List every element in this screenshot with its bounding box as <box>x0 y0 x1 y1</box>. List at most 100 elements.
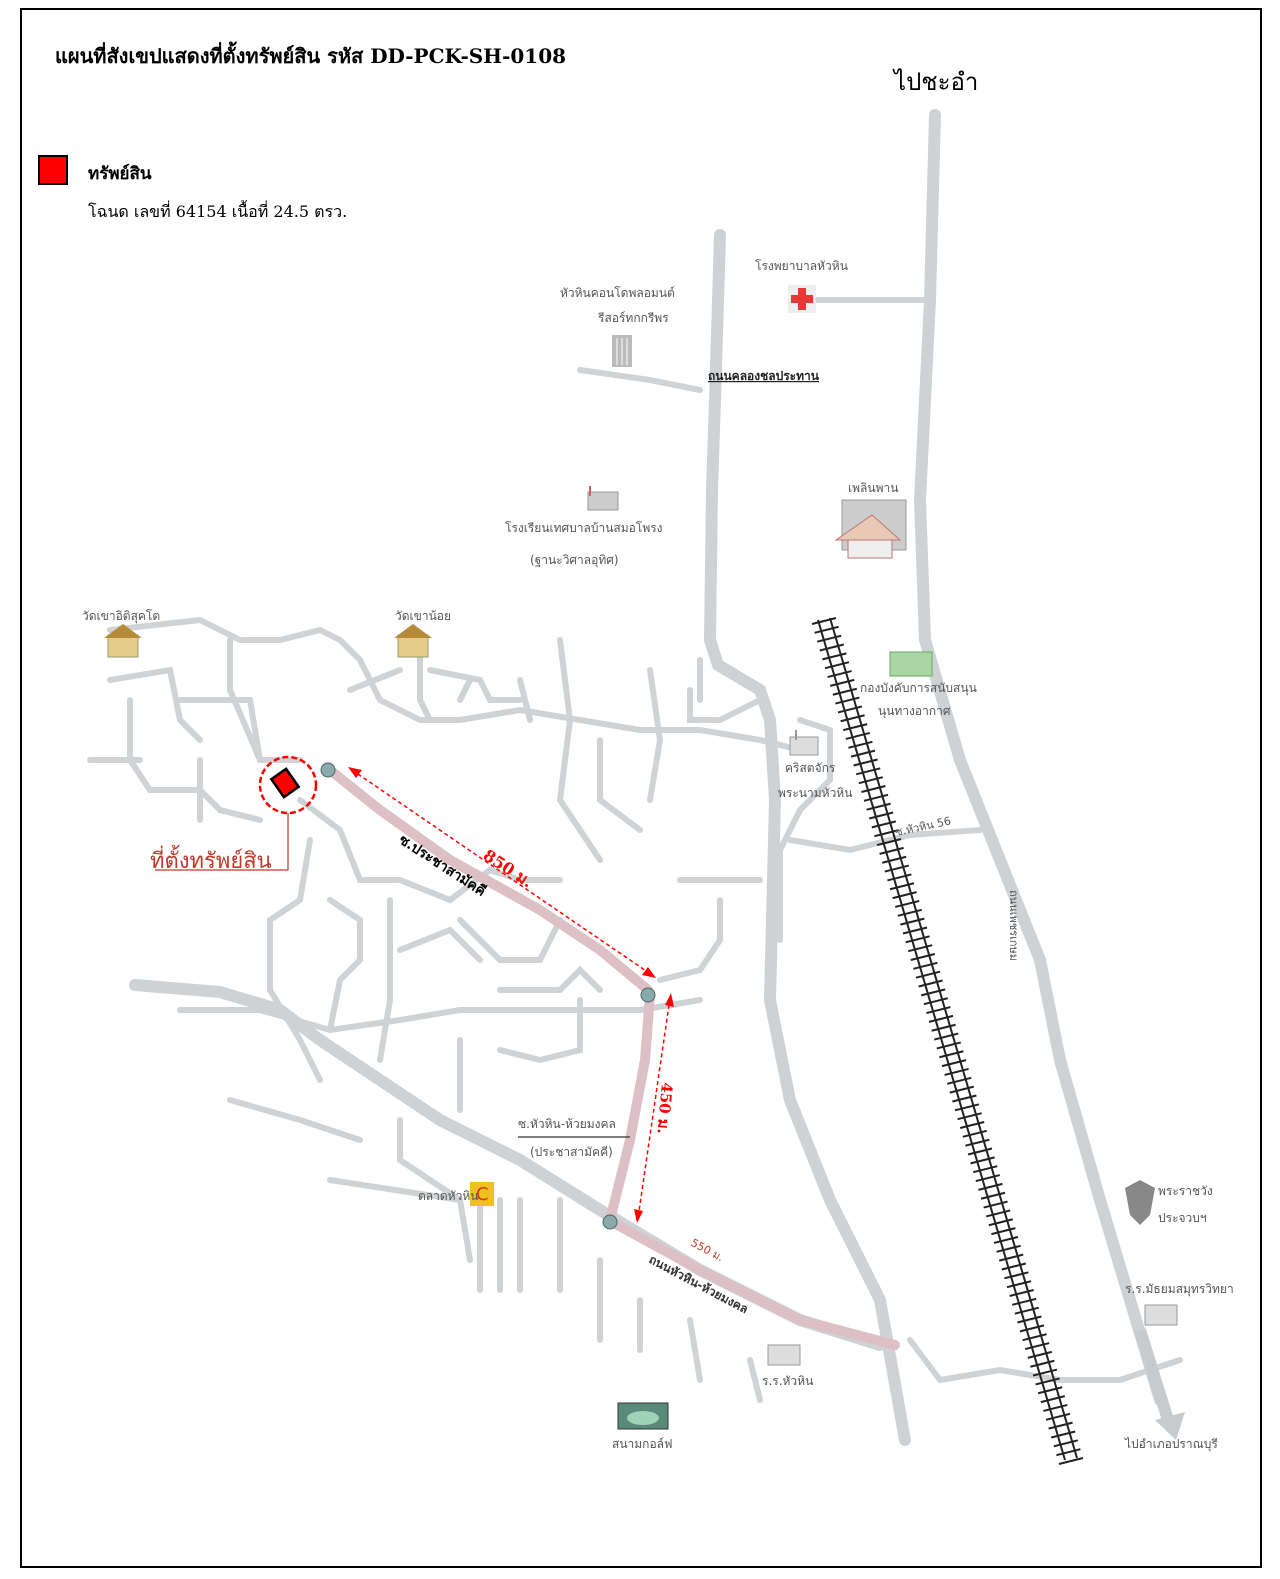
wat-label-1: วัดเขาอิติสุคโต <box>82 609 160 624</box>
railway-tie <box>946 1076 972 1085</box>
school-icon <box>587 486 619 511</box>
railway-tie <box>1032 1368 1058 1377</box>
railway-tie <box>868 811 894 820</box>
golf-label: สนามกอล์ฟ <box>612 1437 673 1451</box>
railway-tie <box>991 1227 1016 1236</box>
market-icon: C <box>470 1182 494 1206</box>
legend-deed-info: โฉนด เลขที่ 64154 เนื้อที่ 24.5 ตรว. <box>88 202 348 221</box>
phetkasem-label: ถนนเพชรเกษม <box>1007 890 1020 961</box>
temple-icon-1 <box>104 624 142 658</box>
arrow-heads <box>348 767 674 1223</box>
railway-tie <box>837 705 863 714</box>
legend-swatch <box>38 155 68 185</box>
railway-tie <box>1022 1333 1047 1342</box>
railway-tie <box>811 617 837 625</box>
railway-tie <box>936 1041 962 1050</box>
railway-tie <box>892 891 917 900</box>
route-highlight <box>325 765 900 1350</box>
railway-tie <box>933 1032 959 1041</box>
soi-huahin-huaimongkhon-label: ซ.หัวหิน-ห้วยมงคล <box>518 1117 616 1131</box>
railway-tie <box>1045 1412 1071 1421</box>
distance-arrows <box>351 769 671 1219</box>
railway-tie <box>928 1014 954 1023</box>
railway-tie <box>920 988 946 997</box>
school-2-label: ร.ร.มัธยมสมุทรวิทยา <box>1125 1282 1234 1297</box>
khlong-road-label: ถนนคลองชลประทาน <box>708 369 820 383</box>
railway-tie <box>822 652 847 661</box>
church-icon <box>789 730 819 756</box>
roundabouts <box>320 762 656 1230</box>
railway-tie <box>993 1235 1019 1244</box>
railway-tie <box>879 846 904 855</box>
railway-tie <box>978 1182 1003 1191</box>
property-location-label: ที่ตั้งทรัพย์สิน <box>150 845 272 874</box>
railway-tie <box>848 740 873 749</box>
railway-tie <box>985 1209 1011 1218</box>
market-label: ตลาดหัวหิน <box>418 1189 478 1203</box>
condo-label-2: รีสอร์ทกกรีพร <box>597 311 669 325</box>
school-label-1: โรงเรียนเทศบาลบ้านสมอโพรง <box>505 521 663 535</box>
railway-tie <box>827 670 852 679</box>
church-label-2: พระนามหัวหิน <box>778 786 852 800</box>
ploenpan-label: เพลินพาน <box>848 481 898 495</box>
legend-label: ทรัพย์สิน <box>88 164 152 184</box>
railway-tie <box>1030 1359 1055 1368</box>
railway-tie <box>871 820 897 829</box>
railway-tie <box>1006 1280 1032 1289</box>
railway-tie <box>881 855 907 864</box>
railway-tie <box>819 643 845 652</box>
railway-tie <box>1017 1315 1042 1324</box>
railway-tie <box>884 864 910 873</box>
railway-tie <box>874 829 899 838</box>
railway-tie <box>835 696 860 705</box>
distance-450-label: 450 ม. <box>654 1082 676 1135</box>
railway-tie <box>1037 1386 1063 1395</box>
railway-tie <box>918 979 943 988</box>
railway-tie <box>829 678 855 687</box>
railway-tie <box>939 1050 964 1059</box>
to-south-label: ไปอำเภอปราณบุรี <box>1124 1437 1218 1452</box>
railway-tie <box>923 997 949 1006</box>
railway-tie <box>858 776 884 785</box>
railway-tie <box>832 687 858 696</box>
church-label-1: คริสตจักร <box>785 761 836 775</box>
air-force-label-2: นุนทางอากาศ <box>878 704 951 719</box>
school-icon-2 <box>1144 1304 1178 1326</box>
railway-tie <box>1024 1342 1050 1351</box>
hospital-label: โรงพยาบาลหัวหิน <box>755 259 848 273</box>
railway-tie <box>954 1103 980 1112</box>
svg-text:C: C <box>476 1184 489 1205</box>
palace-label-2: ประจวบฯ <box>1158 1211 1207 1225</box>
condo-label-1: หัวหินคอนโดพลอมนต์ <box>560 286 675 300</box>
railway-tie <box>975 1174 1001 1183</box>
railway-tie <box>1001 1262 1027 1271</box>
south-arrow <box>1134 1328 1185 1440</box>
railway-tie <box>965 1138 990 1147</box>
temple-icon-2 <box>394 624 432 658</box>
wat-label-2: วัดเขาน้อย <box>395 609 451 623</box>
palace-label-1: พระราชวัง <box>1158 1184 1213 1198</box>
garuda-icon <box>1125 1180 1155 1225</box>
school-icon-3 <box>767 1344 801 1366</box>
railway-tie <box>944 1067 969 1076</box>
railway-tie <box>949 1085 975 1094</box>
railway-tie <box>962 1129 988 1138</box>
railway-tie <box>876 838 902 847</box>
railway-tie <box>1058 1457 1084 1465</box>
golf-icon <box>617 1402 669 1430</box>
railway-tie <box>983 1200 1008 1209</box>
railway-tie <box>1048 1421 1073 1430</box>
railway-tie <box>913 961 938 970</box>
railway-tie <box>1040 1395 1066 1404</box>
railway-tie <box>1053 1439 1079 1448</box>
railway-tie <box>889 882 915 891</box>
railway-tie <box>931 1023 956 1032</box>
railway-tie <box>1009 1289 1034 1297</box>
railway-tie <box>894 899 920 908</box>
railway-tie <box>967 1147 993 1156</box>
railway-tie <box>840 714 865 723</box>
railway-tie <box>996 1244 1021 1253</box>
railway-tie <box>897 908 923 917</box>
railway-tie <box>855 767 881 776</box>
railway-tie <box>941 1059 967 1068</box>
